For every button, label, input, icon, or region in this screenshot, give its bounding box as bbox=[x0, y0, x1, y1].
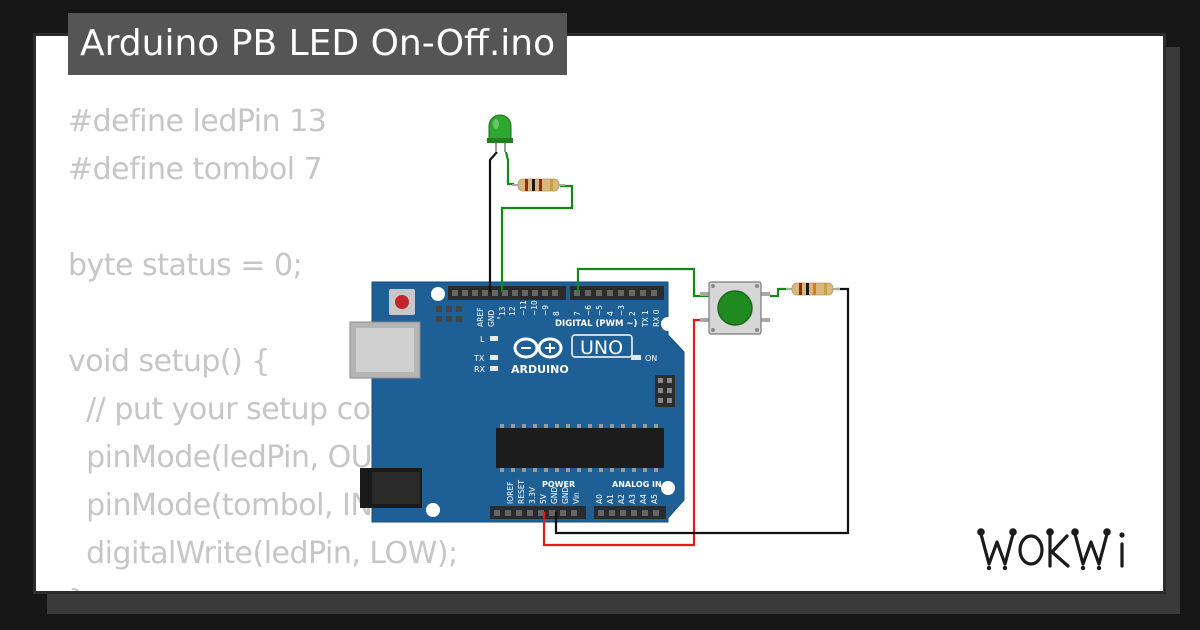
code-line: void setup() { bbox=[68, 344, 270, 379]
pushbutton-component-icon[interactable] bbox=[700, 281, 770, 335]
code-line: #define tombol 7 bbox=[68, 152, 323, 187]
project-title: Arduino PB LED On-Off.ino bbox=[68, 13, 568, 75]
microcontroller-chip bbox=[496, 428, 664, 468]
pin-label: 3.3V bbox=[528, 486, 537, 504]
code-line: } bbox=[68, 578, 676, 591]
led-component-icon[interactable] bbox=[487, 114, 513, 152]
pin-label: 4 bbox=[606, 311, 615, 316]
board-brand: ARDUINO bbox=[511, 363, 569, 376]
resistor-component-icon[interactable] bbox=[786, 282, 840, 296]
pin-label: Vin bbox=[572, 492, 581, 504]
code-line: #define ledPin 13 bbox=[68, 104, 327, 139]
arduino-uno-board[interactable]: AREF GND 13 12 ~11 ~10 ~9 8 7 ~6 ~5 4 ~3… bbox=[349, 281, 685, 523]
code-line: byte status = 0; bbox=[68, 248, 303, 283]
digital-label: DIGITAL (PWM ~) bbox=[555, 319, 637, 329]
pin-label: A0 bbox=[595, 494, 604, 504]
power-label: POWER bbox=[542, 480, 575, 489]
infinity-logo-icon bbox=[513, 337, 563, 359]
pin-label: 13 bbox=[498, 306, 507, 316]
resistor-component-icon[interactable] bbox=[512, 178, 565, 192]
pin-label: IOREF bbox=[506, 482, 515, 504]
pin-label: ~10 bbox=[530, 300, 539, 316]
pin-label: GND bbox=[561, 487, 570, 504]
pin-label: AREF bbox=[476, 308, 485, 327]
pin-label: A3 bbox=[628, 494, 637, 504]
pin-label: RESET bbox=[517, 480, 526, 504]
led-rx-label: RX bbox=[474, 365, 486, 374]
pin-label: RX 0 bbox=[652, 309, 661, 327]
pin-label: A2 bbox=[617, 494, 626, 504]
pin-label: 12 bbox=[508, 306, 517, 316]
pin-label: ~6 bbox=[584, 305, 593, 316]
pin-label: GND bbox=[487, 310, 496, 327]
analog-label: ANALOG IN bbox=[612, 480, 662, 489]
board-model: UNO bbox=[580, 337, 623, 359]
wires bbox=[488, 151, 850, 547]
pin-label: ~9 bbox=[541, 305, 550, 316]
pin-label: ~5 bbox=[595, 305, 604, 316]
on-label: ON bbox=[645, 354, 657, 363]
led-l-label: L bbox=[480, 335, 485, 344]
code-line: digitalWrite(ledPin, LOW); bbox=[68, 536, 458, 571]
led-tx-label: TX bbox=[473, 354, 485, 363]
pin-label: TX 1 bbox=[641, 310, 650, 328]
pin-label: 7 bbox=[573, 311, 582, 316]
pin-label: ~3 bbox=[617, 305, 626, 316]
pin-label: A4 bbox=[639, 494, 648, 504]
wokwi-logo bbox=[977, 528, 1125, 571]
pin-label: A5 bbox=[650, 494, 659, 504]
pin-label: GND bbox=[550, 487, 559, 504]
pin-label: 5V bbox=[539, 493, 548, 504]
pin-label: 8 bbox=[552, 311, 561, 316]
pin-label: 2 bbox=[628, 311, 637, 316]
pin-label: A1 bbox=[606, 494, 615, 504]
pin-label: ~11 bbox=[519, 300, 528, 316]
